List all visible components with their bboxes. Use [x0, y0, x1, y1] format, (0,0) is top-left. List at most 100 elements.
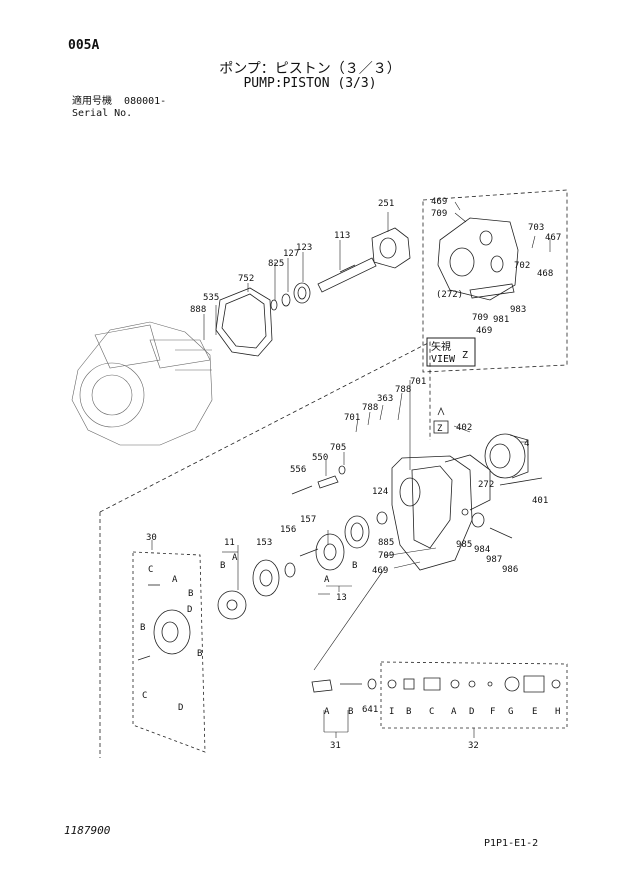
- ring-705: [338, 465, 346, 475]
- bearing-124: [376, 511, 388, 525]
- part-letter-e-21: E: [532, 707, 537, 717]
- callout-535: 535: [203, 293, 219, 303]
- screw-987: [489, 527, 513, 539]
- ring-825: [270, 299, 278, 311]
- callout-701a: 701: [410, 377, 426, 387]
- callout-987: 987: [486, 555, 502, 565]
- callout-709a: 709: [431, 209, 447, 219]
- page-code: 005A: [68, 38, 100, 53]
- valve-spool-31: [311, 678, 377, 693]
- callout-986: 986: [502, 565, 518, 575]
- piston-set-11: [217, 590, 247, 620]
- regulator-4: [484, 433, 529, 479]
- callout-888: 888: [190, 305, 206, 315]
- part-letter-g-20: G: [508, 707, 513, 717]
- callout-705: 705: [330, 443, 346, 453]
- callout-363: 363: [377, 394, 393, 404]
- part-letter-b-6: B: [140, 623, 145, 633]
- callout-4: 4: [524, 439, 529, 449]
- callout-825: 825: [268, 259, 284, 269]
- plug-984: [471, 512, 485, 528]
- serial-value: 080001-: [124, 96, 167, 107]
- callout-752: 752: [238, 274, 254, 284]
- view-letter: Z: [462, 350, 468, 361]
- bearing-123: [293, 282, 311, 304]
- callout-30: 30: [146, 533, 157, 543]
- callout-983: 983: [510, 305, 526, 315]
- callout-701b: 701: [344, 413, 360, 423]
- part-letter-h-22: H: [555, 707, 560, 717]
- callout-641: 641: [362, 705, 378, 715]
- view-label-jp: 矢視: [431, 340, 451, 353]
- view-z-housing: [437, 217, 519, 301]
- callout-402: 402: [456, 423, 472, 433]
- spring-seat-13: [315, 533, 345, 571]
- callout-156: 156: [280, 525, 296, 535]
- callout-153: 153: [256, 538, 272, 548]
- part-letter-b-4: B: [188, 589, 193, 599]
- callout-31: 31: [330, 741, 341, 751]
- footer-page-ref: P1P1-E1-2: [484, 838, 539, 849]
- shaft-113: [317, 257, 377, 293]
- callout-127: 127: [283, 249, 299, 259]
- callout-11: 11: [224, 538, 235, 548]
- part-letter-c-3: C: [148, 565, 153, 575]
- callout-788a: 788: [395, 385, 411, 395]
- cylinder-block-frame: [132, 551, 206, 753]
- callout-13: 13: [336, 593, 347, 603]
- title-english: PUMP:PISTON (3/3): [243, 76, 377, 91]
- view-z-box: [426, 337, 476, 367]
- part-letter-b-11: B: [352, 561, 357, 571]
- callout-709c: 709: [378, 551, 394, 561]
- callout-702: 702: [514, 261, 530, 271]
- part-letter-b-15: B: [406, 707, 411, 717]
- callout-32: 32: [468, 741, 479, 751]
- valve-plate: [344, 515, 370, 549]
- callout-703: 703: [528, 223, 544, 233]
- part-letter-a-17: A: [451, 707, 457, 717]
- gasket-752: [215, 287, 273, 357]
- serial-label-en: Serial No.: [72, 108, 133, 119]
- callout-251: 251: [378, 199, 394, 209]
- callout-467: 467: [545, 233, 561, 243]
- view-label-en: VIEW: [431, 354, 456, 365]
- title-japanese: ポンプ：ピストン（３／３）: [219, 61, 401, 77]
- part-letter-b-7: B: [197, 649, 202, 659]
- valve-group-frame: [380, 661, 568, 729]
- pump-assembly-sketch: [71, 321, 213, 446]
- part-letter-b-13: B: [348, 707, 353, 717]
- callout-123: 123: [296, 243, 312, 253]
- seal-cover-251: [371, 227, 411, 269]
- serial-info: 適用号機 080001- Serial No.: [72, 96, 166, 120]
- ring-985: [461, 508, 469, 516]
- part-letter-a-0: A: [232, 553, 238, 563]
- callout-550: 550: [312, 453, 328, 463]
- callout-469c: 469: [372, 566, 388, 576]
- callout-272b: 272: [478, 480, 494, 490]
- valve-parts-32: [387, 675, 561, 693]
- callout-984: 984: [474, 545, 490, 555]
- callout-468: 468: [537, 269, 553, 279]
- cylinder-block-153: [252, 559, 280, 597]
- part-letter-f-19: F: [490, 707, 495, 717]
- part-letter-b-1: B: [220, 561, 225, 571]
- part-letter-a-12: A: [324, 707, 330, 717]
- main-group-frame: [99, 341, 431, 758]
- callout-113: 113: [334, 231, 350, 241]
- part-letter-i-14: I: [389, 707, 394, 717]
- footer-drawing-number: 1187900: [64, 824, 111, 837]
- part-letter-d-5: D: [187, 605, 192, 615]
- pin-550: [317, 475, 339, 489]
- callout-981: 981: [493, 315, 509, 325]
- part-letter-d-9: D: [178, 703, 183, 713]
- bolt-401: [499, 477, 543, 486]
- z-arrow-letter: Z: [437, 424, 443, 434]
- part-letter-a-2: A: [172, 575, 178, 585]
- part-letter-d-18: D: [469, 707, 474, 717]
- callout-985: 985: [456, 540, 472, 550]
- callout-885: 885: [378, 538, 394, 548]
- spring-556: [291, 485, 313, 495]
